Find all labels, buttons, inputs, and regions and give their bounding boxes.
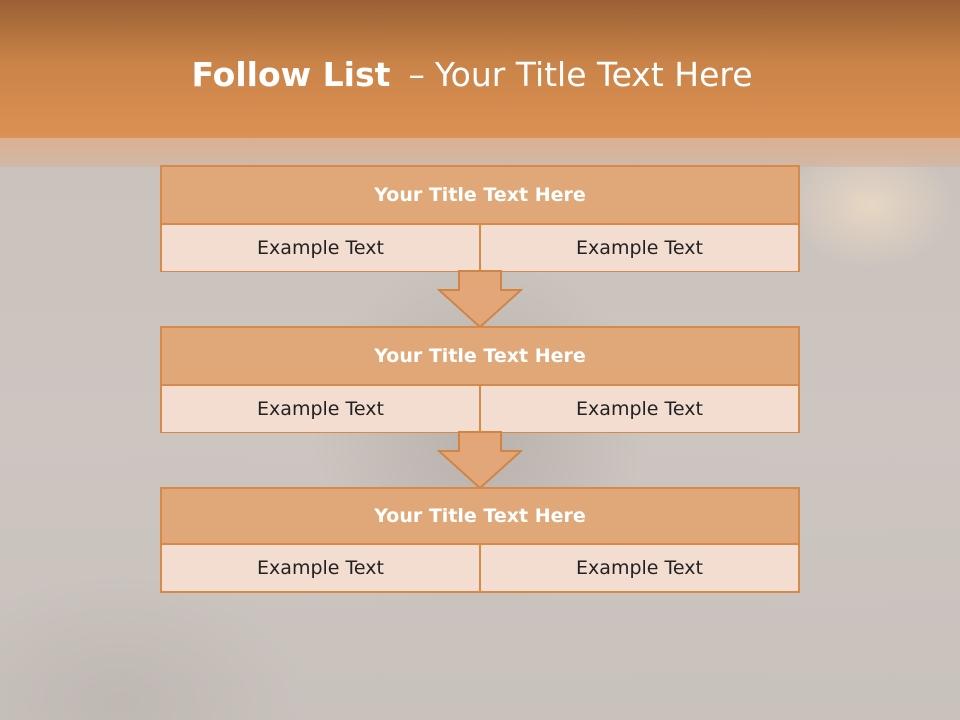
block-cell-left: Example Text: [162, 386, 479, 432]
block-cell-right: Example Text: [479, 225, 798, 271]
block-cell-right: Example Text: [479, 386, 798, 432]
title-bar-band: [0, 138, 960, 167]
down-arrow-2: [437, 431, 523, 490]
list-block-3: Your Title Text Here Example Text Exampl…: [160, 487, 800, 593]
block-cell-left: Example Text: [162, 545, 479, 591]
slide-title-separator: –: [408, 55, 425, 94]
list-block-1: Your Title Text Here Example Text Exampl…: [160, 165, 800, 272]
block-title: Your Title Text Here: [162, 328, 798, 386]
slide-title-bold: Follow List: [191, 55, 391, 94]
block-title: Your Title Text Here: [162, 489, 798, 545]
slide-title-rest: Your Title Text Here: [434, 55, 753, 94]
list-block-2: Your Title Text Here Example Text Exampl…: [160, 326, 800, 433]
block-cell-left: Example Text: [162, 225, 479, 271]
slide-title: Follow List–Your Title Text Here: [0, 52, 944, 98]
title-bar: [0, 0, 960, 138]
block-cell-right: Example Text: [479, 545, 798, 591]
down-arrow-1: [437, 270, 523, 329]
block-title: Your Title Text Here: [162, 167, 798, 225]
